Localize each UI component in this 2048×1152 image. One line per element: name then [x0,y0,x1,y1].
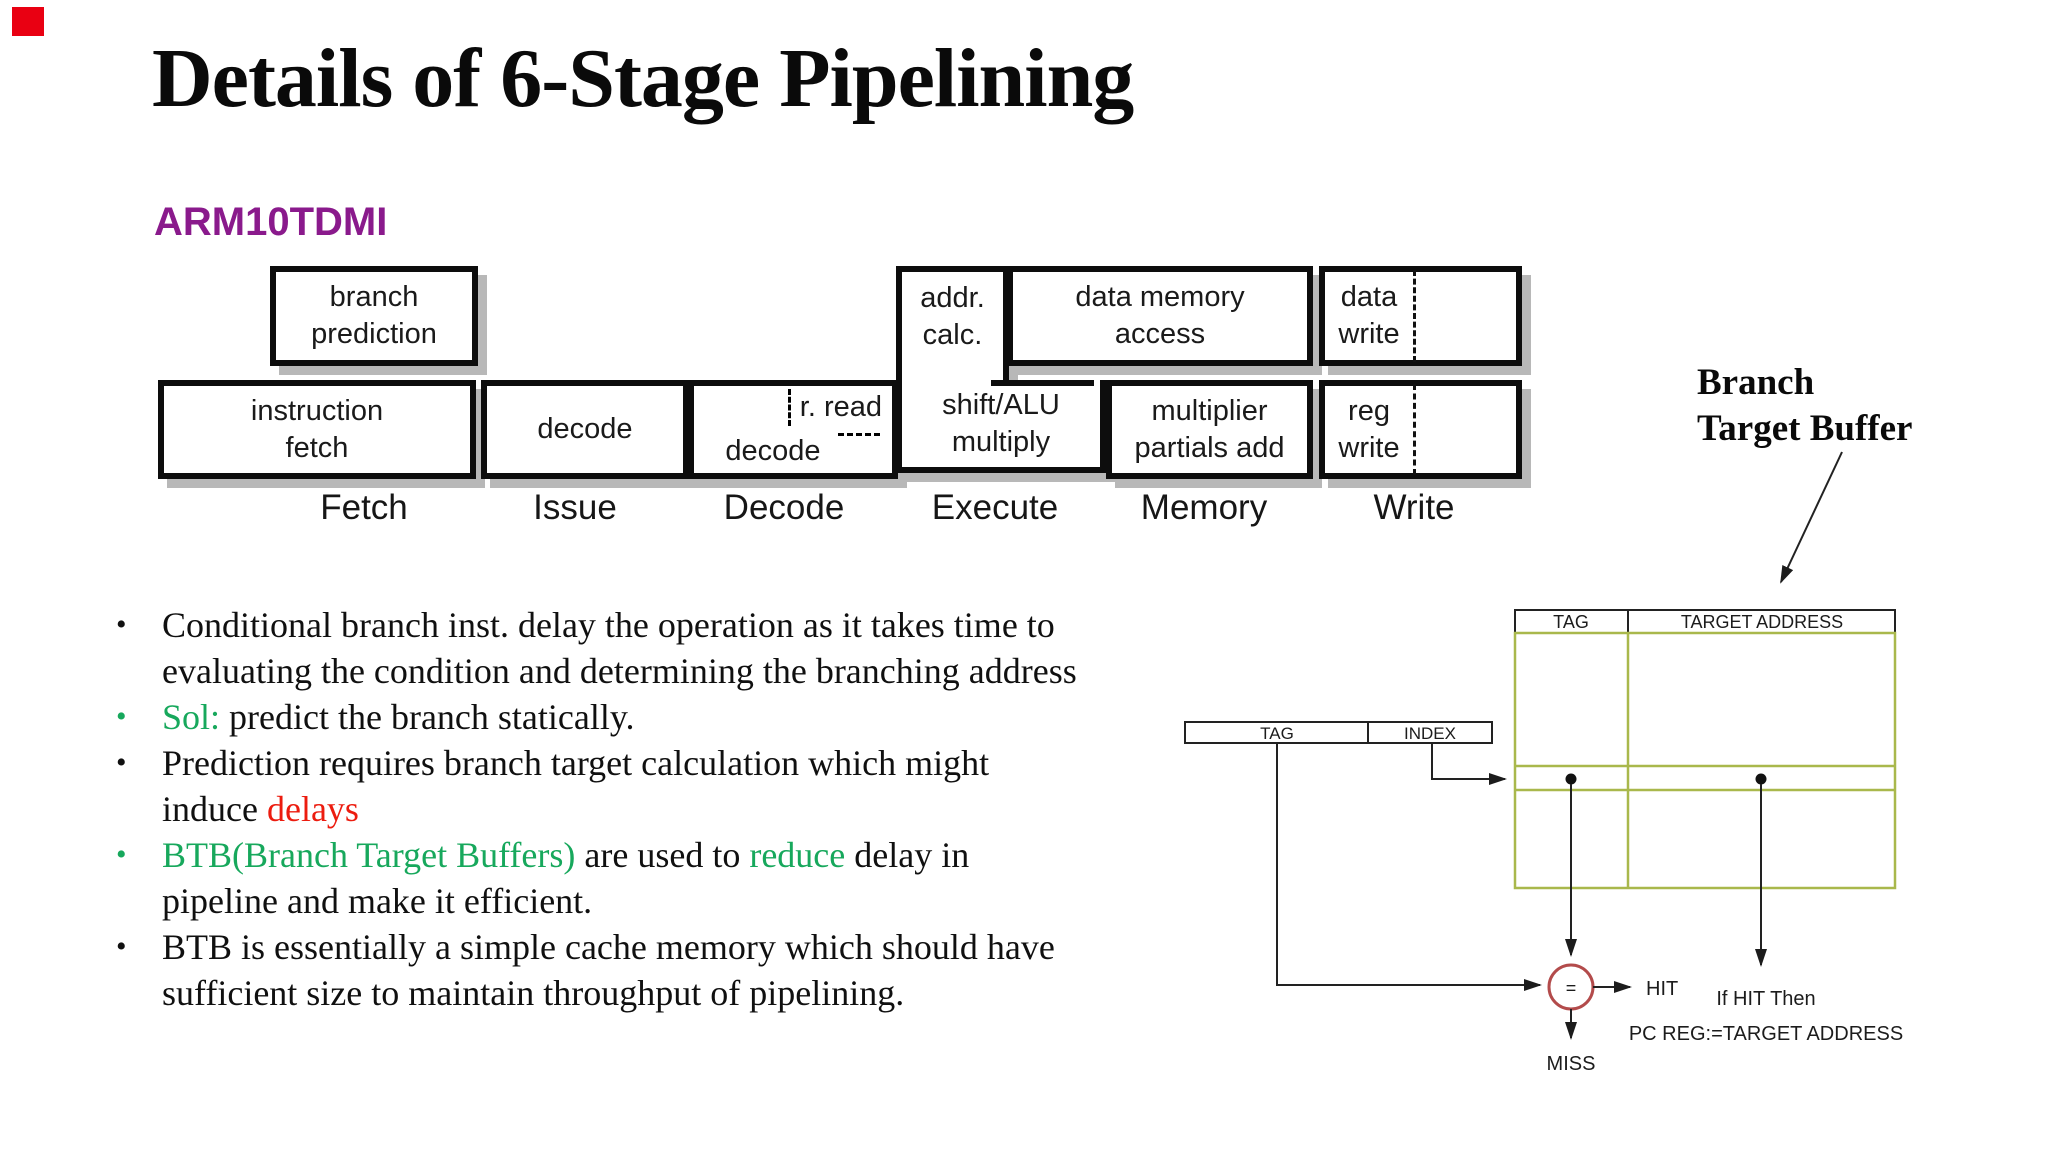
hit-label: HIT [1646,978,1678,1000]
box-multiplier-partials-add: multiplier partials add [1106,380,1313,479]
box-shift-alu-multiply: shift/ALU multiply [896,380,1106,473]
tag-to-comparator-arrow [1276,743,1542,991]
stage-label-issue: Issue [533,488,617,527]
bullet-marker: • [116,746,127,779]
slide-title: Details of 6-Stage Pipelining [152,32,1134,125]
box-data-write: data write [1319,266,1522,366]
box-branch-prediction: branch prediction [270,266,478,366]
bullet-marker: • [116,700,127,733]
btb-table-body [1513,631,1897,890]
stage-label-fetch: Fetch [320,488,408,527]
stage-label-execute: Execute [931,488,1059,527]
address-field-tag: TAG [1260,724,1294,743]
decode-stage-label: decode [725,435,821,467]
bullet-item: • BTB(Branch Target Buffers) are used to … [104,832,1244,924]
bullet-marker: • [116,930,127,963]
box-decode-issue: decode [481,380,689,479]
box-reg-write: reg write [1319,380,1522,479]
bullet-text: BTB(Branch Target Buffers) are used to r… [162,835,970,921]
reg-read-dashed-underline [838,433,880,436]
target-entry-dot [1755,773,1767,785]
address-field-box [1184,721,1493,744]
bullet-text: Conditional branch inst. delay the opera… [162,605,1077,691]
bullet-item: • Sol: predict the branch statically. [104,694,1244,740]
btb-header-tag: TAG [1553,612,1589,632]
bullet-text: Prediction requires branch target calcul… [162,743,990,829]
box-instruction-fetch: instruction fetch [158,380,476,479]
btb-title: Branch Target Buffer [1697,360,1912,452]
reg-write-dashed-divider [1413,384,1416,475]
miss-label: MISS [1547,1053,1596,1075]
btb-pointer-arrow [1780,451,1843,584]
reg-read-label: r. read [787,389,882,426]
box-data-memory-access: data memory access [1007,266,1313,366]
arm10tdmi-label: ARM10TDMI [154,200,388,244]
bullet-item: • BTB is essentially a simple cache memor… [104,924,1244,1016]
tag-entry-dot [1565,773,1577,785]
bullet-list: • Conditional branch inst. delay the oper… [104,602,1244,1016]
bullet-text: Sol: predict the branch statically. [162,697,635,737]
stage-label-write: Write [1373,488,1455,527]
address-field-index: INDEX [1404,724,1456,743]
btb-header-target-address: TARGET ADDRESS [1681,612,1843,632]
bullet-marker: • [116,838,127,871]
stage-label-memory: Memory [1140,488,1268,527]
bullet-text: BTB is essentially a simple cache memory… [162,927,1055,1013]
data-write-dashed-divider [1413,270,1416,362]
box-reg-write-label: reg write [1338,394,1400,464]
box-data-write-label: data write [1338,281,1400,350]
red-corner-marker [12,7,44,36]
pc-reg-label: PC REG:=TARGET ADDRESS [1629,1023,1903,1045]
if-hit-then-label: If HIT Then [1716,988,1815,1010]
comparator-equals: = [1566,978,1577,998]
index-to-table-arrow [1431,743,1507,785]
box-reg-read-decode: r. read decode [688,380,898,479]
shift-alu-top-border [991,380,1094,386]
btb-title-line1: Branch [1697,362,1815,403]
btb-title-line2: Target Buffer [1697,408,1913,449]
btb-diagram: TAG TARGET ADDRESS TAG INDEX = HIT MISS [1184,451,1903,1075]
stage-label-decode: Decode [723,488,845,527]
bullet-marker: • [116,608,127,641]
box-addr-calc: addr. calc. [896,266,1009,394]
bullet-item: • Prediction requires branch target calcu… [104,740,1244,832]
bullet-item: • Conditional branch inst. delay the oper… [104,602,1244,694]
